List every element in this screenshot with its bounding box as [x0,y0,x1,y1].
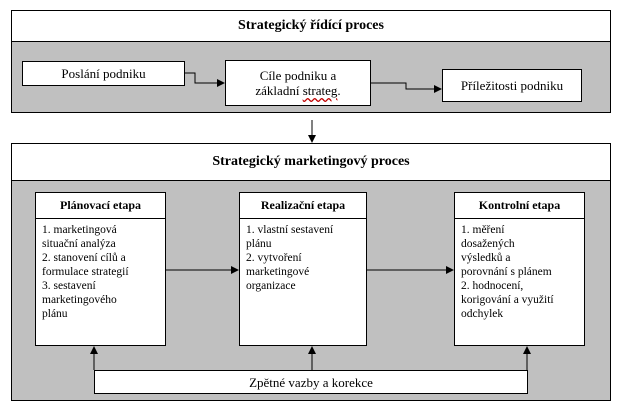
stage-control-title: Kontrolní etapa [478,198,561,212]
spellcheck-word: strateg [302,83,338,98]
stage-realization-item: 2. vytvoření marketingové organizace [246,252,310,292]
marketing-process-title-box: Strategický marketingový proces [11,143,611,181]
arrow-mission-to-goals [185,72,225,87]
opportunities-label: Příležitosti podniku [460,78,564,93]
strategic-management-title-box: Strategický řídící proces [11,10,611,42]
goals-label-line1: Cíle podniku a [259,68,337,83]
stage-realization: Realizační etapa 1. vlastní sestavení pl… [239,192,367,346]
stage-planning: Plánovací etapa 1. marketingová situační… [35,192,166,346]
stage-planning-title: Plánovací etapa [60,198,141,212]
goals-label-line2: základní strateg. [255,83,341,98]
mission-label: Poslání podniku [61,66,146,81]
stage-planning-items: 1. marketingová situační analýza 2. stan… [36,219,165,321]
stage-planning-item: 2. stanovení cílů a formulace strategií [42,252,129,278]
stage-planning-item: 3. sestavení marketingového plánu [42,280,117,320]
stage-planning-item: 1. marketingová situační analýza [42,224,117,250]
mission-box: Poslání podniku [22,61,185,86]
stage-realization-items: 1. vlastní sestavení plánu 2. vytvoření … [240,219,366,293]
opportunities-box: Příležitosti podniku [442,69,582,102]
stage-realization-item: 1. vlastní sestavení plánu [246,224,334,250]
strategic-management-title: Strategický řídící proces [238,18,384,33]
stage-realization-title: Realizační etapa [260,198,346,212]
goals-box: Cíle podniku a základní strateg. [225,60,371,106]
stage-control-items: 1. měření dosažených výsledků a porovnán… [455,219,584,321]
stage-control-item: 1. měření dosažených výsledků a porovnán… [461,224,552,278]
stage-control-item: 2. hodnocení, korigování a využití odchy… [461,280,554,320]
feedback-box: Zpětné vazby a korekce [94,370,528,394]
stage-control: Kontrolní etapa 1. měření dosažených výs… [454,192,585,346]
marketing-process-title: Strategický marketingový proces [212,154,410,169]
feedback-label: Zpětné vazby a korekce [249,374,373,390]
arrow-goals-to-opportunities [371,82,442,93]
